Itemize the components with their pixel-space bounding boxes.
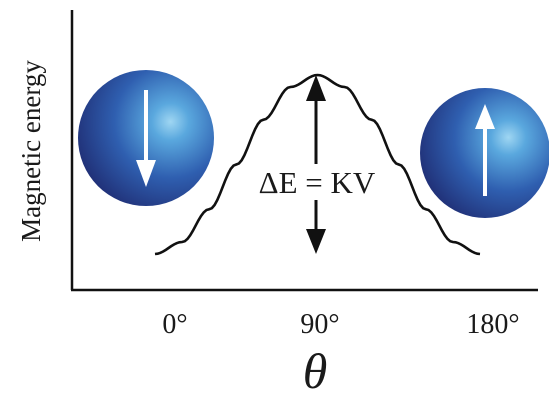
barrier-annotation: ΔE = KV xyxy=(259,165,376,200)
left-sphere xyxy=(78,70,214,206)
x-axis-label: θ xyxy=(303,343,328,396)
barrier-arrowhead-down xyxy=(306,229,326,254)
x-tick-label-180: 180° xyxy=(466,309,519,340)
x-tick-label-0: 0° xyxy=(162,309,187,340)
up-arrow-icon xyxy=(475,104,495,196)
y-axis-label: Magnetic energy xyxy=(16,60,46,242)
energy-curve xyxy=(154,73,481,256)
down-arrow-icon xyxy=(136,90,156,187)
x-tick-label-90: 90° xyxy=(300,309,339,340)
barrier-arrowhead-up xyxy=(306,75,326,101)
right-sphere xyxy=(420,88,549,218)
